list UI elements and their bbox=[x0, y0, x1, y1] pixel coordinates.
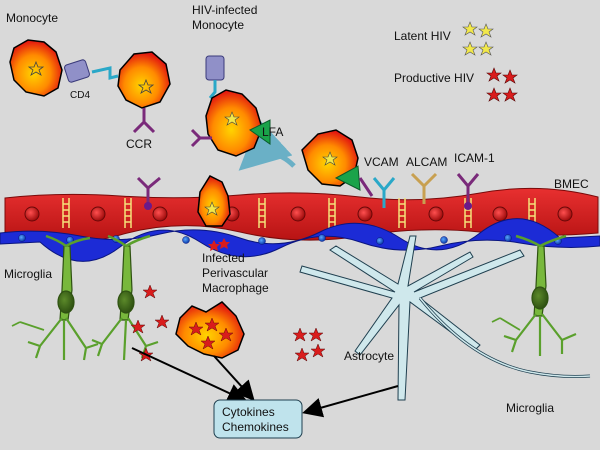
monocyte bbox=[9, 39, 63, 97]
cytokine-arrows bbox=[131, 347, 399, 418]
hiv-infected-monocyte bbox=[190, 55, 271, 157]
label-chemokines: Chemokines bbox=[222, 420, 289, 434]
label-icam: ICAM-1 bbox=[454, 151, 495, 165]
cd4-receptor bbox=[64, 59, 119, 83]
label-latent-hiv: Latent HIV bbox=[394, 29, 451, 43]
label-cytokines: Cytokines bbox=[222, 405, 275, 419]
receptor-vcam bbox=[372, 177, 396, 208]
bmec-layer bbox=[4, 187, 599, 244]
productive-hiv-icons bbox=[486, 67, 518, 102]
label-infected-line2: Perivascular bbox=[202, 266, 268, 280]
label-hiv-infected-line2: Monocyte bbox=[192, 18, 244, 32]
migration-arrow bbox=[238, 118, 296, 171]
cytokines-box bbox=[213, 399, 303, 439]
microglia-left-1 bbox=[11, 234, 99, 361]
binding-monocyte bbox=[301, 129, 374, 197]
latent-hiv-icons bbox=[462, 21, 494, 56]
bmec-nuclei bbox=[24, 206, 573, 222]
label-vcam: VCAM bbox=[364, 155, 399, 169]
label-monocyte: Monocyte bbox=[6, 11, 58, 25]
label-lfa: LFA bbox=[262, 125, 283, 139]
activated-macrophage bbox=[175, 301, 245, 359]
label-astrocyte: Astrocyte bbox=[344, 349, 394, 363]
label-infected-line3: Macrophage bbox=[202, 281, 269, 295]
receptor-icam bbox=[456, 173, 480, 210]
label-hiv-infected-line1: HIV-infected bbox=[192, 3, 257, 17]
label-bmec: BMEC bbox=[554, 177, 589, 191]
label-alcam: ALCAM bbox=[406, 155, 447, 169]
astrocyte bbox=[299, 235, 591, 401]
label-microglia-left: Microglia bbox=[4, 267, 52, 281]
label-ccr: CCR bbox=[126, 137, 152, 151]
label-infected-line1: Infected bbox=[202, 251, 245, 265]
microglia-left-2 bbox=[91, 234, 159, 361]
label-productive-hiv: Productive HIV bbox=[394, 71, 474, 85]
receptor-alcam bbox=[410, 172, 438, 204]
label-cd4: CD4 bbox=[70, 90, 90, 101]
microglia-right bbox=[491, 234, 577, 356]
infected-perivascular-macrophage bbox=[197, 175, 231, 251]
tight-junctions bbox=[62, 198, 536, 228]
label-microglia-right: Microglia bbox=[506, 401, 554, 415]
ccr-monocyte bbox=[117, 51, 171, 134]
receptor-left-bmec bbox=[136, 176, 161, 210]
